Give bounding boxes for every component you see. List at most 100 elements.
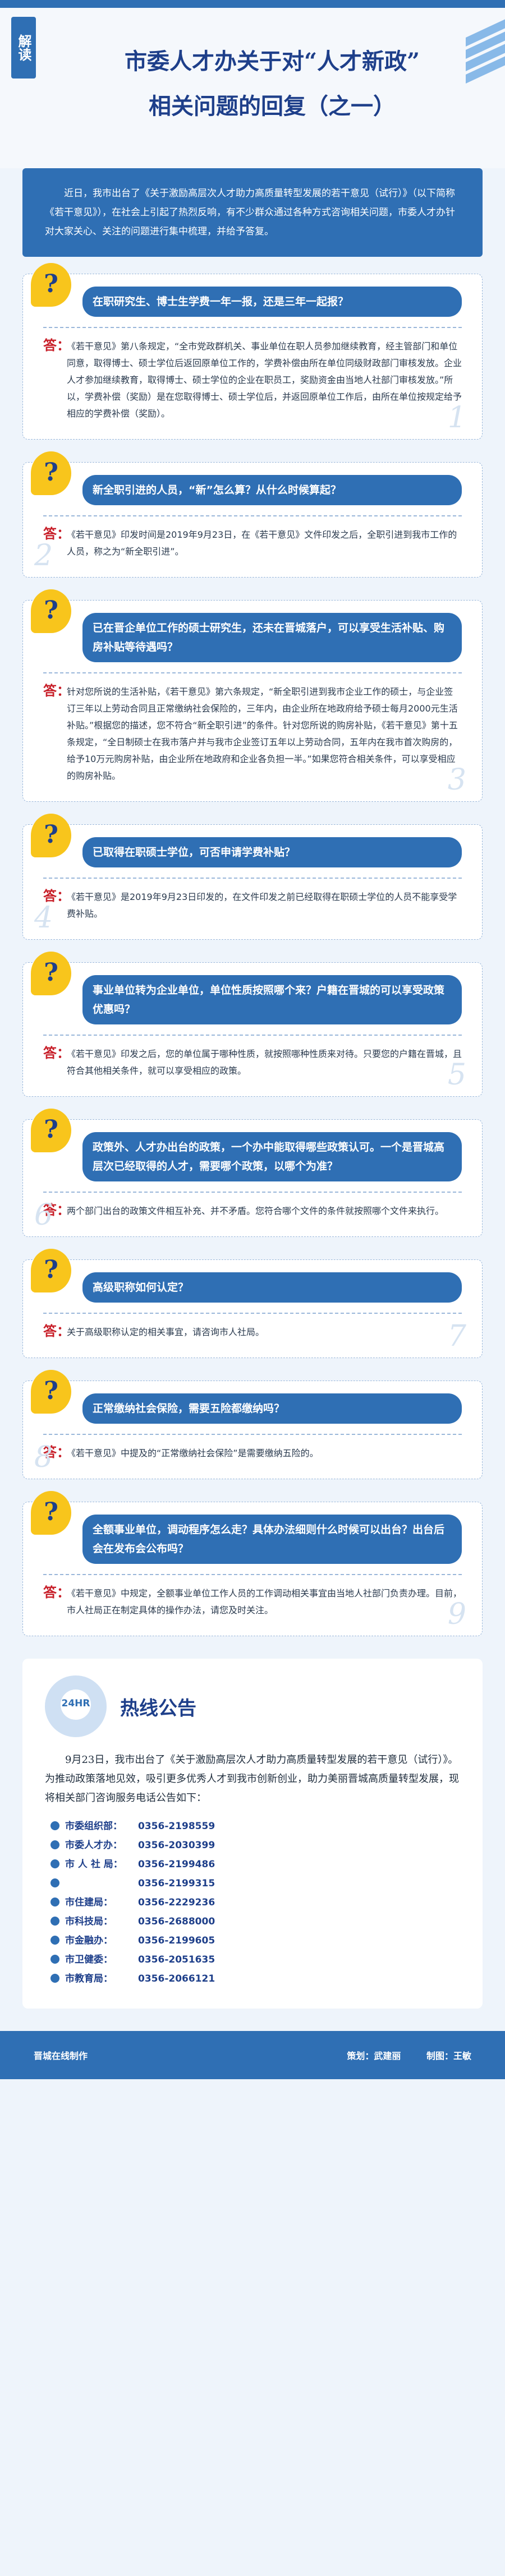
qa-card: ? 已取得在职硕士学位，可否申请学费补贴？ 答：《若干意见》是2019年9月23日印… xyxy=(22,814,483,940)
question-mark-icon: ? xyxy=(31,263,71,307)
intro-paragraph: 近日，我市出台了《关于激励高层次人才助力高质量转型发展的若干意见（试行）》（以下… xyxy=(22,168,483,257)
answer-block: 答：《若干意见》印发时间是2019年9月23日，在《若干意见》文件印发之后，全职… xyxy=(43,525,462,560)
question-number: 1 xyxy=(447,401,466,435)
bullet-icon xyxy=(50,1898,59,1906)
divider xyxy=(43,1192,462,1193)
microphone-icon: 24HR xyxy=(45,1675,107,1737)
question-mark-icon: ? xyxy=(31,952,71,995)
divider xyxy=(43,1313,462,1314)
divider xyxy=(43,672,462,673)
answer-block: 答：《若干意见》是2019年9月23日印发的，在文件印发之前已经取得在职硕士学位… xyxy=(43,888,462,922)
phone-number[interactable]: 0356-2199315 xyxy=(138,1878,215,1889)
question-number: 7 xyxy=(447,1319,466,1353)
bullet-icon xyxy=(50,1821,59,1830)
footer-credits: 策划：武建丽 制图：王敏 xyxy=(324,2048,471,2062)
answer-text: 《若干意见》中提及的“正常缴纳社会保险”是需要缴纳五险的。 xyxy=(67,1448,319,1458)
answer-text: 《若干意见》第八条规定，“全市党政群机关、事业单位在职人员参加继续教育，经主管部… xyxy=(67,341,462,419)
answer-text: 针对您所说的生活补贴，《若干意见》第六条规定，“新全职引进到我市企业工作的硕士，… xyxy=(67,686,458,781)
phone-item: 市金融办： 0356-2199605 xyxy=(50,1931,460,1950)
phone-number[interactable]: 0356-2030399 xyxy=(138,1840,215,1851)
question-number: 3 xyxy=(447,763,466,797)
bullet-icon xyxy=(50,1974,59,1983)
question-mark-icon: ? xyxy=(31,589,71,633)
answer-marker: 答： xyxy=(43,1444,70,1460)
phone-item: 市 人 社 局： 0356-2199486 xyxy=(50,1855,460,1874)
header-stripe xyxy=(0,0,505,8)
phone-number[interactable]: 0356-2198559 xyxy=(138,1821,215,1832)
qa-card: ?高级职称如何认定？答：关于高级职称认定的相关事宜，请咨询市人社局。7 xyxy=(22,1249,483,1358)
answer-marker: 答： xyxy=(43,888,70,904)
footer-brand: 晋城在线制作 xyxy=(34,2051,88,2061)
answer-text: 《若干意见》印发之后，您的单位属于哪种性质，就按照哪种性质来对待。只要您的户籍在… xyxy=(67,1049,462,1076)
phone-number[interactable]: 0356-2199605 xyxy=(138,1935,215,1946)
bullet-icon xyxy=(50,1859,59,1868)
answer-marker: 答： xyxy=(43,337,70,353)
divider xyxy=(43,327,462,328)
question-mark-icon: ? xyxy=(31,1249,71,1292)
answer-marker: 答： xyxy=(43,682,70,699)
phone-label: 市 人 社 局： xyxy=(65,1859,123,1870)
answer-block: 答：针对您所说的生活补贴，《若干意见》第六条规定，“新全职引进到我市企业工作的硕… xyxy=(43,682,462,784)
answer-marker: 答： xyxy=(43,1323,70,1339)
phone-number[interactable]: 0356-2066121 xyxy=(138,1973,215,1984)
qa-card: ? 正常缴纳社会保险，需要五险都缴纳吗？ 答：《若干意见》中提及的“正常缴纳社会保险… xyxy=(22,1370,483,1479)
qa-card: ?已在晋企单位工作的硕士研究生，还未在晋城落户，可以享受生活补贴、购房补贴等待遇… xyxy=(22,589,483,802)
bullet-icon xyxy=(50,1878,59,1887)
hotline-text: 9月23日，我市出台了《关于激励高层次人才助力高质量转型发展的若干意见（试行）》… xyxy=(45,1754,459,1804)
phone-number[interactable]: 0356-2051635 xyxy=(138,1954,215,1965)
question-text: 事业单位转为企业单位，单位性质按照哪个来？户籍在晋城的可以享受政策优惠吗？ xyxy=(82,975,462,1024)
phone-label: 市卫健委： xyxy=(65,1954,113,1965)
answer-block: 答：关于高级职称认定的相关事宜，请咨询市人社局。 xyxy=(43,1323,462,1341)
question-mark-icon: ? xyxy=(31,1109,71,1152)
question-text: 在职研究生、博士生学费一年一报，还是三年一起报？ xyxy=(82,287,462,317)
question-mark-icon: ? xyxy=(31,1370,71,1414)
phone-item: 市科技局： 0356-2688000 xyxy=(50,1912,460,1931)
badge: 解读 xyxy=(11,17,36,79)
phone-label: 市委组织部： xyxy=(65,1821,122,1832)
divider xyxy=(43,1434,462,1435)
question-mark-icon: ? xyxy=(31,814,71,857)
phone-number[interactable]: 0356-2199486 xyxy=(138,1859,215,1870)
qa-card: ?新全职引进的人员，“新”怎么算？从什么时候算起？答：《若干意见》印发时间是20… xyxy=(22,451,483,578)
page-title: 市委人才办关于对“人才新政” 相关问题的回复（之一） xyxy=(62,39,483,129)
title-line-1: 市委人才办关于对“人才新政” xyxy=(124,48,420,75)
answer-marker: 答： xyxy=(43,1045,70,1061)
phone-number[interactable]: 0356-2688000 xyxy=(138,1916,215,1927)
phone-label: 市金融办： xyxy=(65,1935,113,1946)
question-number: 2 xyxy=(34,539,53,573)
answer-text: 两个部门出台的政策文件相互补充、并不矛盾。您符合哪个文件的条件就按照哪个文件来执… xyxy=(67,1206,444,1216)
phone-label: 市教育局： xyxy=(65,1973,113,1984)
phone-item: 0356-2199315 xyxy=(50,1874,460,1893)
divider xyxy=(43,878,462,879)
answer-text: 《若干意见》是2019年9月23日印发的，在文件印发之前已经取得在职硕士学位的人… xyxy=(67,892,457,919)
answer-marker: 答： xyxy=(43,1584,70,1600)
footer-producer: 制图：王敏 xyxy=(426,2051,471,2061)
answer-text: 关于高级职称认定的相关事宜，请咨询市人社局。 xyxy=(67,1327,265,1337)
question-text: 已在晋企单位工作的硕士研究生，还未在晋城落户，可以享受生活补贴、购房补贴等待遇吗… xyxy=(82,613,462,662)
phone-item: 市教育局： 0356-2066121 xyxy=(50,1969,460,1988)
phone-number[interactable]: 0356-2229236 xyxy=(138,1897,215,1908)
footer-planner: 策划：武建丽 xyxy=(347,2051,401,2061)
corner-decoration xyxy=(466,14,505,90)
question-number: 9 xyxy=(447,1598,466,1631)
answer-block: 答：《若干意见》中提及的“正常缴纳社会保险”是需要缴纳五险的。 xyxy=(43,1444,462,1462)
answer-block: 答：《若干意见》中规定，全额事业单位工作人员的工作调动相关事宜由当地人社部门负责… xyxy=(43,1584,462,1619)
question-text: 已取得在职硕士学位，可否申请学费补贴？ xyxy=(82,837,462,867)
bullet-icon xyxy=(50,1917,59,1926)
divider xyxy=(43,1035,462,1036)
bullet-icon xyxy=(50,1955,59,1964)
answer-block: 答：《若干意见》印发之后，您的单位属于哪种性质，就按照哪种性质来对待。只要您的户… xyxy=(43,1045,462,1079)
hotline-title: 热线公告 xyxy=(120,1697,196,1720)
bullet-icon xyxy=(50,1840,59,1849)
answer-block: 答：两个部门出台的政策文件相互补充、并不矛盾。您符合哪个文件的条件就按照哪个文件… xyxy=(43,1202,462,1220)
qa-card: ? 在职研究生、博士生学费一年一报，还是三年一起报？ 答：《若干意见》第八条规定，“… xyxy=(22,263,483,440)
qa-card: ?全额事业单位，调动程序怎么走？具体办法细则什么时候可以出台？出台后会在发布会公… xyxy=(22,1491,483,1636)
qa-card: ?政策外、人才办出台的政策，一个办中能取得哪些政策认可。一个是晋城高层次已经取得… xyxy=(22,1109,483,1237)
question-text: 高级职称如何认定？ xyxy=(82,1272,462,1303)
divider xyxy=(43,515,462,516)
question-text: 正常缴纳社会保险，需要五险都缴纳吗？ xyxy=(82,1393,462,1424)
phone-label: 市科技局： xyxy=(65,1916,113,1927)
title-line-2: 相关问题的回复（之一） xyxy=(149,93,396,119)
answer-marker: 答： xyxy=(43,525,70,542)
